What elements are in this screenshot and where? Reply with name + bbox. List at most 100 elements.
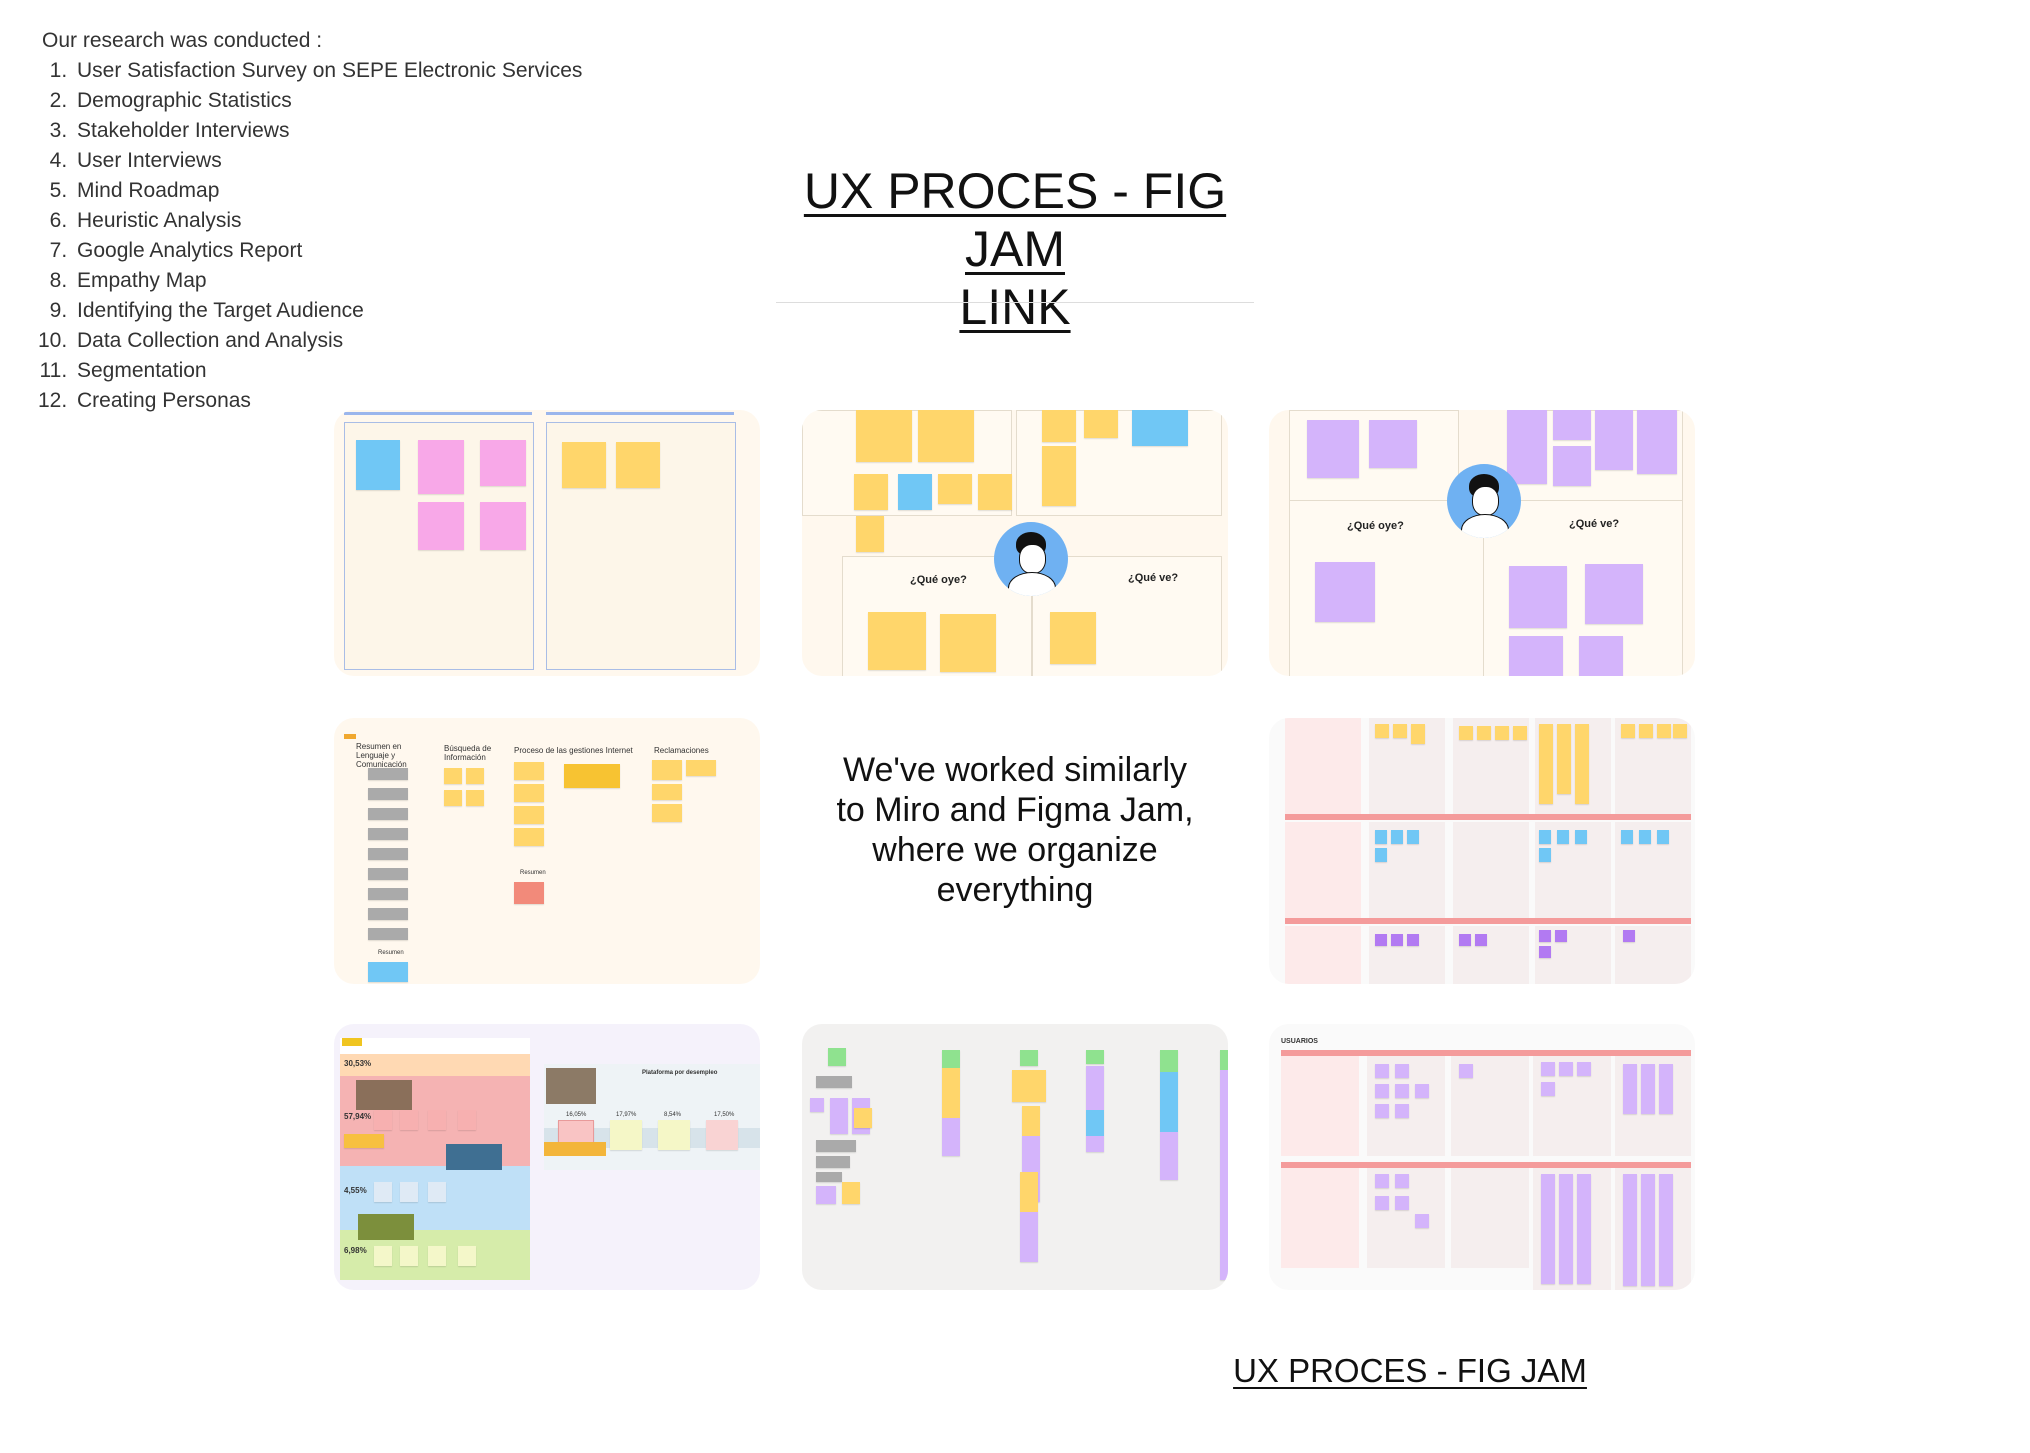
- sticky-note: [842, 1182, 860, 1204]
- sticky-note: [428, 1246, 446, 1266]
- sticky-note: [1012, 1070, 1046, 1102]
- sticky-note: [1391, 830, 1403, 844]
- sticky-note: [854, 474, 888, 510]
- research-intro: Our research was conducted : User Satisf…: [42, 26, 582, 416]
- sticky-note: [1395, 1174, 1409, 1188]
- sticky-note: [1375, 848, 1387, 862]
- sticky-note: [1621, 830, 1633, 844]
- panel-accent: [544, 1142, 606, 1156]
- sticky-note: [686, 760, 716, 776]
- sticky-note: [854, 1108, 872, 1128]
- sticky-note: [918, 410, 974, 462]
- sticky-note: [1375, 724, 1389, 738]
- board-thumbnail-analytics[interactable]: 30,53% 57,94% 4,55% 6,98% Plataforma por…: [334, 1024, 760, 1290]
- photo-thumbnail: [546, 1068, 596, 1104]
- sticky-note: [1086, 1110, 1104, 1136]
- sticky-note: [1641, 1174, 1655, 1286]
- sticky-note: [1220, 1070, 1228, 1280]
- sticky-note: [1315, 562, 1375, 622]
- sticky-note: [428, 1182, 446, 1202]
- sticky-note: [374, 1182, 392, 1202]
- sticky-note: [610, 1120, 642, 1150]
- sticky-note: [1391, 934, 1403, 946]
- sub-title: Resumen: [378, 950, 404, 956]
- sticky-note: [1307, 420, 1359, 478]
- sticky-note: [1509, 636, 1563, 676]
- sticky-note: [1407, 830, 1419, 844]
- figjam-bottom-link[interactable]: UX PROCES - FIG JAM: [1233, 1352, 1587, 1389]
- sticky-note: [942, 1050, 960, 1068]
- sticky-note: [418, 502, 464, 550]
- sticky-note: [1539, 946, 1551, 958]
- figjam-link-line2[interactable]: LINK: [959, 279, 1071, 335]
- sticky-note: [1084, 410, 1118, 438]
- sticky-note: [1415, 1084, 1429, 1098]
- sticky-note: [828, 1048, 846, 1066]
- sticky-note: [1539, 830, 1551, 844]
- sticky-note: [1659, 1064, 1673, 1114]
- sticky-note: [816, 1156, 850, 1168]
- sticky-note: [652, 804, 682, 822]
- sticky-note: [898, 474, 932, 510]
- sticky-note: [1086, 1136, 1104, 1152]
- sticky-note: [1553, 410, 1591, 440]
- sticky-note: [942, 1068, 960, 1118]
- sticky-note: [1042, 410, 1076, 442]
- sticky-note: [1541, 1062, 1555, 1076]
- figjam-link-line1[interactable]: UX PROCES - FIG JAM: [803, 163, 1227, 277]
- hears-label: ¿Qué oye?: [1347, 520, 1404, 532]
- sticky-note: [1659, 1174, 1673, 1286]
- sticky-note: [1575, 830, 1587, 844]
- sticky-note: [940, 614, 996, 672]
- sticky-note: [564, 764, 620, 788]
- sticky-note: [1639, 724, 1653, 738]
- board-thumbnail-empathy-purple[interactable]: ¿Qué oye? ¿Qué ve?: [1269, 410, 1695, 676]
- sticky-note: [1086, 1066, 1104, 1110]
- sticky-note: [706, 1120, 738, 1150]
- sticky-note: [978, 474, 1012, 510]
- board-thumbnail-empathy-yellow[interactable]: ¿Qué oye? ¿Qué ve?: [802, 410, 1228, 676]
- sticky-note: [652, 760, 682, 780]
- grid-cell: [1281, 1168, 1359, 1268]
- board-thumbnail-users[interactable]: USUARIOS: [1269, 1024, 1695, 1290]
- panel-title: Plataforma por desempleo: [642, 1070, 718, 1076]
- grid-cell: [1451, 1168, 1529, 1268]
- sticky-note: [400, 1246, 418, 1266]
- sticky-note: [1132, 410, 1188, 446]
- sticky-note: [368, 788, 408, 800]
- sticky-note: [1621, 724, 1635, 738]
- sticky-note: [1557, 724, 1571, 794]
- board-thumbnail-frames[interactable]: [334, 410, 760, 676]
- board-thumbnail-flows[interactable]: [802, 1024, 1228, 1290]
- sticky-note: [1555, 930, 1567, 942]
- sticky-note: [658, 1120, 690, 1150]
- sticky-note: [1637, 410, 1677, 474]
- grid-cell: [1453, 822, 1529, 918]
- photo-thumbnail: [356, 1080, 412, 1110]
- sticky-note: [1539, 724, 1553, 804]
- sticky-note: [1553, 446, 1591, 486]
- sticky-note: [428, 1110, 446, 1130]
- column-title: Proceso de las gestiones Internet: [514, 746, 633, 755]
- sticky-note: [1639, 830, 1651, 844]
- sticky-note: [1641, 1064, 1655, 1114]
- sticky-note: [868, 612, 926, 670]
- center-description: We've worked similarly to Miro and Figma…: [836, 751, 1194, 909]
- sticky-note: [1393, 724, 1407, 738]
- board-thumbnail-mindmap[interactable]: Resumen en Lenguaje y Comunicación Búsqu…: [334, 718, 760, 984]
- research-step: Data Collection and Analysis: [73, 326, 582, 356]
- frame-header: [546, 412, 734, 415]
- sticky-note: [1541, 1082, 1555, 1096]
- grid-cell: [1285, 718, 1361, 814]
- sticky-note: [1507, 410, 1547, 450]
- research-step: Empathy Map: [73, 266, 582, 296]
- sticky-note: [1541, 1174, 1555, 1284]
- figjam-link-heading[interactable]: UX PROCES - FIG JAM LINK: [760, 162, 1270, 336]
- board-thumbnail-matrix[interactable]: [1269, 718, 1695, 984]
- section-band: [340, 1054, 530, 1076]
- research-step: User Satisfaction Survey on SEPE Electro…: [73, 56, 582, 86]
- board-title: USUARIOS: [1281, 1038, 1318, 1045]
- sticky-note: [1375, 1064, 1389, 1078]
- sticky-note: [1459, 934, 1471, 946]
- sticky-note: [514, 828, 544, 846]
